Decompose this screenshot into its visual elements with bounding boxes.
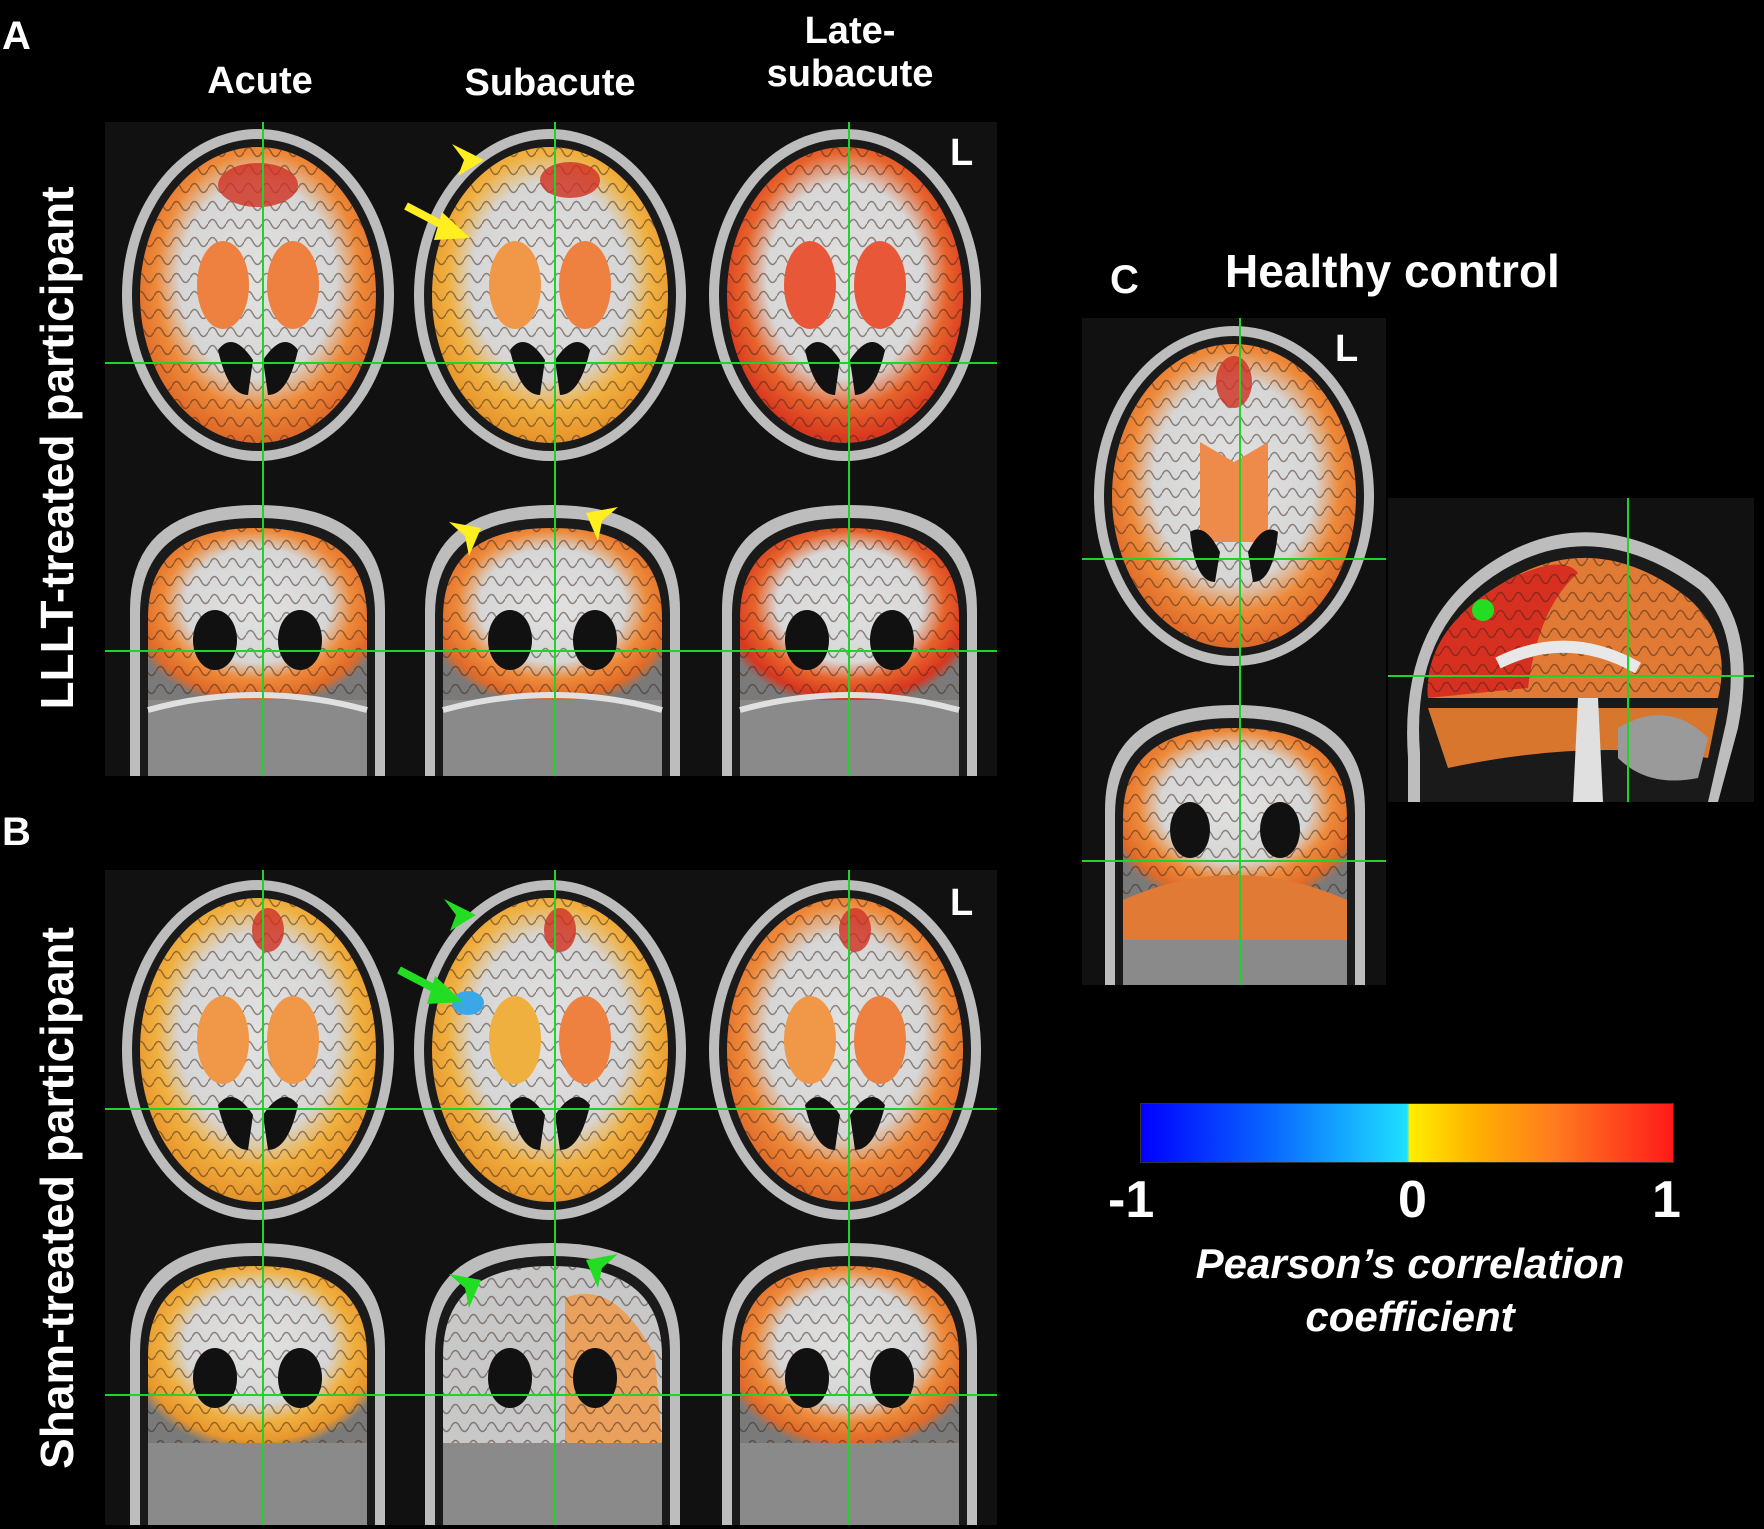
panel-b-crosshair-horizontal-2 xyxy=(105,1394,997,1396)
panel-b-orientation-marker: L xyxy=(950,882,974,924)
column-acute: Acute xyxy=(180,60,340,103)
column-late-line1: Late- xyxy=(804,10,896,52)
colorbar-mid-label: 0 xyxy=(1398,1171,1427,1229)
lllt-subacute-coronal xyxy=(415,500,690,776)
panel-letter-b: B xyxy=(2,810,31,854)
lllt-arrowhead-coronal-1 xyxy=(449,522,481,556)
panel-a-crosshair-vertical-1 xyxy=(262,122,264,776)
colorbar xyxy=(1140,1103,1674,1163)
lllt-arrowhead-axial xyxy=(452,144,484,176)
row-label-lllt: LLLT-treated participant xyxy=(31,186,83,710)
lllt-acute-coronal xyxy=(120,500,395,776)
control-coronal xyxy=(1095,700,1375,985)
sham-arrowhead-coronal-2 xyxy=(586,1254,618,1288)
sham-arrow-axial xyxy=(397,966,463,1004)
panel-b-crosshair-horizontal-1 xyxy=(105,1108,997,1110)
control-sagittal xyxy=(1388,498,1754,802)
panel-c-orientation-marker: L xyxy=(1335,328,1359,370)
panel-letter-a: A xyxy=(2,14,31,58)
sham-subacute-coronal xyxy=(415,1238,690,1525)
sham-acute-coronal xyxy=(120,1238,395,1525)
colorbar-title-line2: coefficient xyxy=(1305,1292,1515,1340)
sham-acute-axial xyxy=(118,875,398,1225)
panel-c-crosshair-vertical xyxy=(1239,318,1241,985)
colorbar-title: Pearson’s correlation coefficient xyxy=(1130,1238,1690,1343)
panel-b-crosshair-vertical-3 xyxy=(848,870,850,1525)
column-subacute: Subacute xyxy=(440,62,660,105)
colorbar-max-label: 1 xyxy=(1652,1171,1681,1229)
panel-c-crosshair-horizontal-1 xyxy=(1082,558,1386,560)
panel-b-crosshair-vertical-2 xyxy=(554,870,556,1525)
row-label-sham: Sham-treated participant xyxy=(31,927,83,1469)
lllt-acute-axial xyxy=(118,125,398,465)
lllt-subacute-axial xyxy=(410,125,690,465)
colorbar-min-label: -1 xyxy=(1108,1171,1155,1229)
panel-a-crosshair-vertical-3 xyxy=(848,122,850,776)
sham-subacute-axial xyxy=(410,875,690,1225)
panel-a-orientation-marker: L xyxy=(950,132,974,174)
colorbar-title-line1: Pearson’s correlation xyxy=(1195,1240,1625,1287)
sagittal-crosshair-horizontal xyxy=(1388,675,1754,677)
column-late-subacute: Late- subacute xyxy=(740,10,960,95)
sagittal-crosshair-vertical xyxy=(1627,498,1629,802)
panel-a-crosshair-horizontal-1 xyxy=(105,362,997,364)
sham-arrowhead-axial xyxy=(444,899,476,931)
lllt-arrow-axial xyxy=(404,202,470,240)
column-acute-label: Acute xyxy=(207,60,313,102)
panel-letter-c: C xyxy=(1110,258,1139,302)
seed-point xyxy=(1472,599,1494,621)
sham-late-axial xyxy=(705,875,985,1225)
control-axial xyxy=(1090,322,1378,670)
healthy-control-title: Healthy control xyxy=(1225,245,1560,297)
panel-b-crosshair-vertical-1 xyxy=(262,870,264,1525)
sham-arrowhead-coronal-1 xyxy=(449,1274,481,1308)
panel-a-crosshair-vertical-2 xyxy=(554,122,556,776)
panel-a-crosshair-horizontal-2 xyxy=(105,650,997,652)
column-late-line2: subacute xyxy=(766,52,934,95)
column-subacute-label: Subacute xyxy=(464,62,636,104)
panel-c-crosshair-horizontal-2 xyxy=(1082,860,1386,862)
lllt-arrowhead-coronal-2 xyxy=(586,507,618,541)
lllt-late-axial xyxy=(705,125,985,465)
